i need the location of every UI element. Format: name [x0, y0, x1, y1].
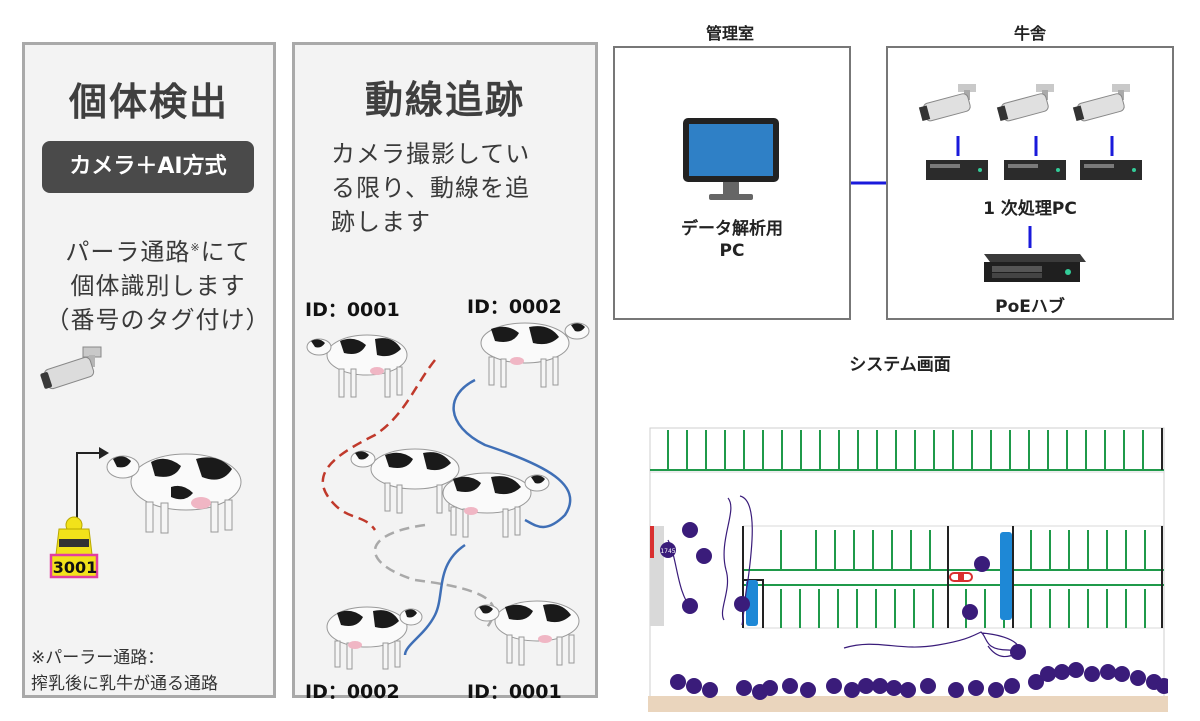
- feeder-bar-icon: [1000, 532, 1012, 620]
- cow-dot: [962, 604, 978, 620]
- cow-dot: [844, 682, 860, 698]
- footnote-line1: ※パーラー通路：: [31, 648, 165, 668]
- tracking-desc-line2: る限り、動線を追: [331, 174, 531, 202]
- barn-cameras-and-edge-pcs: [918, 84, 1142, 180]
- cow-dot: [1068, 662, 1084, 678]
- detection-desc-line3: （番号のタグ付け）: [45, 306, 271, 334]
- cow-image-bottom-left: [326, 606, 423, 670]
- cow-dot: [988, 682, 1004, 698]
- tracking-desc-line3: 跡します: [331, 208, 431, 236]
- cow-dot: [1010, 644, 1026, 660]
- cow-dot: [696, 548, 712, 564]
- id-label-bottom-right: ID：0001: [467, 681, 562, 703]
- individual-detection-panel: 個体検出 カメラ＋AI方式 パーラ通路※にて 個体識別します （番号のタグ付け）: [22, 42, 276, 698]
- security-camera-icon: [40, 346, 102, 390]
- camera-icon: [1072, 84, 1130, 122]
- ear-tag-icon: [49, 516, 99, 579]
- cow-dot: [974, 556, 990, 572]
- tracking-desc-line1: カメラ撮影してい: [331, 140, 531, 168]
- analysis-pc-label: データ解析用 PC: [615, 218, 849, 262]
- cow-dot: [762, 680, 778, 696]
- detection-desc-line2: 個体識別します: [70, 272, 246, 300]
- ear-tag-number: 3001: [52, 558, 98, 577]
- cow-dot-labeled: [660, 542, 676, 558]
- cow-dot: [734, 596, 750, 612]
- cow-image-bottom-right: [474, 600, 580, 666]
- cow-dots: [670, 522, 1168, 700]
- network-link-line: [851, 181, 887, 185]
- camera-ai-method-badge: カメラ＋AI方式: [42, 141, 254, 193]
- cow-dot: [1114, 666, 1130, 682]
- parlor-footnote: ※パーラー通路： 搾乳後に乳牛が通る通路: [31, 645, 275, 697]
- cow-image-top-left: [306, 334, 408, 398]
- cow-image-top-right: [480, 322, 590, 388]
- holstein-cow-image: [106, 453, 242, 534]
- trajectory-line: [722, 497, 732, 621]
- cow-dot: [782, 678, 798, 694]
- hub-link-line: [1028, 226, 1032, 248]
- id-label-top-left: ID：0001: [305, 299, 400, 321]
- detection-desc-line1b: にて: [200, 238, 251, 266]
- monitor-icon: [683, 118, 779, 200]
- top-stall-row: [667, 430, 1144, 470]
- cow-dot: [1130, 670, 1146, 686]
- cow-dot: [800, 682, 816, 698]
- track-path-blue-upper: [452, 378, 572, 529]
- cow-dot: [1054, 664, 1070, 680]
- poe-hub-label: PoEハブ: [995, 297, 1065, 317]
- control-room-label: 管理室: [705, 24, 754, 43]
- cow-dot: [1040, 666, 1056, 682]
- cow-dot: [920, 678, 936, 694]
- barn-map: 1745: [648, 427, 1168, 712]
- cow-id-label: 1745: [660, 548, 675, 555]
- id-label-top-right: ID：0002: [467, 296, 562, 318]
- detection-title: 個体検出: [68, 80, 229, 124]
- cow-dot: [670, 674, 686, 690]
- cow-dot: [702, 682, 718, 698]
- feeder-bar-icon: [746, 580, 758, 626]
- tracking-title: 動線追跡: [364, 78, 525, 122]
- id-label-bottom-left: ID：0002: [305, 681, 400, 703]
- cow-dot: [1004, 678, 1020, 694]
- cow-dot: [1156, 678, 1168, 694]
- detection-desc-footnote-mark: ※: [190, 241, 201, 254]
- cow-dot: [686, 678, 702, 694]
- control-room-box: データ解析用 PC: [613, 46, 851, 320]
- cow-dot: [826, 678, 842, 694]
- cow-dot: [736, 680, 752, 696]
- detection-description: パーラ通路※にて 個体識別します （番号のタグ付け）: [43, 231, 273, 337]
- cow-dot: [948, 682, 964, 698]
- camera-icon: [918, 84, 976, 122]
- cow-dot: [858, 678, 874, 694]
- cow-dot: [1028, 674, 1044, 690]
- analysis-pc-line1: データ解析用: [681, 219, 783, 239]
- cow-image-middle-left: [350, 448, 460, 514]
- barn-box: 1 次処理PC PoEハブ: [886, 46, 1174, 320]
- system-screen-title: システム画面: [849, 355, 951, 375]
- footnote-line2: 搾乳後に乳牛が通る通路: [31, 674, 218, 694]
- middle-stall-rows: [780, 530, 1146, 628]
- tracking-description: カメラ撮影してい る限り、動線を追 跡します: [331, 137, 571, 239]
- system-screen: 1745: [648, 420, 1168, 712]
- cow-dot: [1084, 666, 1100, 682]
- analysis-pc-line2: PC: [719, 241, 745, 261]
- trajectory-line: [739, 495, 753, 626]
- camera-icon: [996, 84, 1054, 122]
- cow-dot: [900, 682, 916, 698]
- detection-desc-line1: パーラ通路: [65, 238, 191, 266]
- cow-dot: [886, 680, 902, 696]
- cow-dot: [682, 598, 698, 614]
- cow-dot: [1100, 664, 1116, 680]
- track-path-blue-lower: [403, 543, 466, 656]
- movement-tracking-panel: 動線追跡 カメラ撮影してい る限り、動線を追 跡します ID：0001 ID：0…: [292, 42, 598, 703]
- poe-hub-icon: [984, 254, 1086, 282]
- primary-pc-label: 1 次処理PC: [983, 199, 1077, 219]
- cow-dot: [872, 678, 888, 694]
- cow-dot: [682, 522, 698, 538]
- barn-label: 牛舎: [1013, 24, 1046, 43]
- cow-dot: [968, 680, 984, 696]
- cow-image-middle-right: [442, 472, 550, 538]
- track-path-red: [321, 359, 436, 531]
